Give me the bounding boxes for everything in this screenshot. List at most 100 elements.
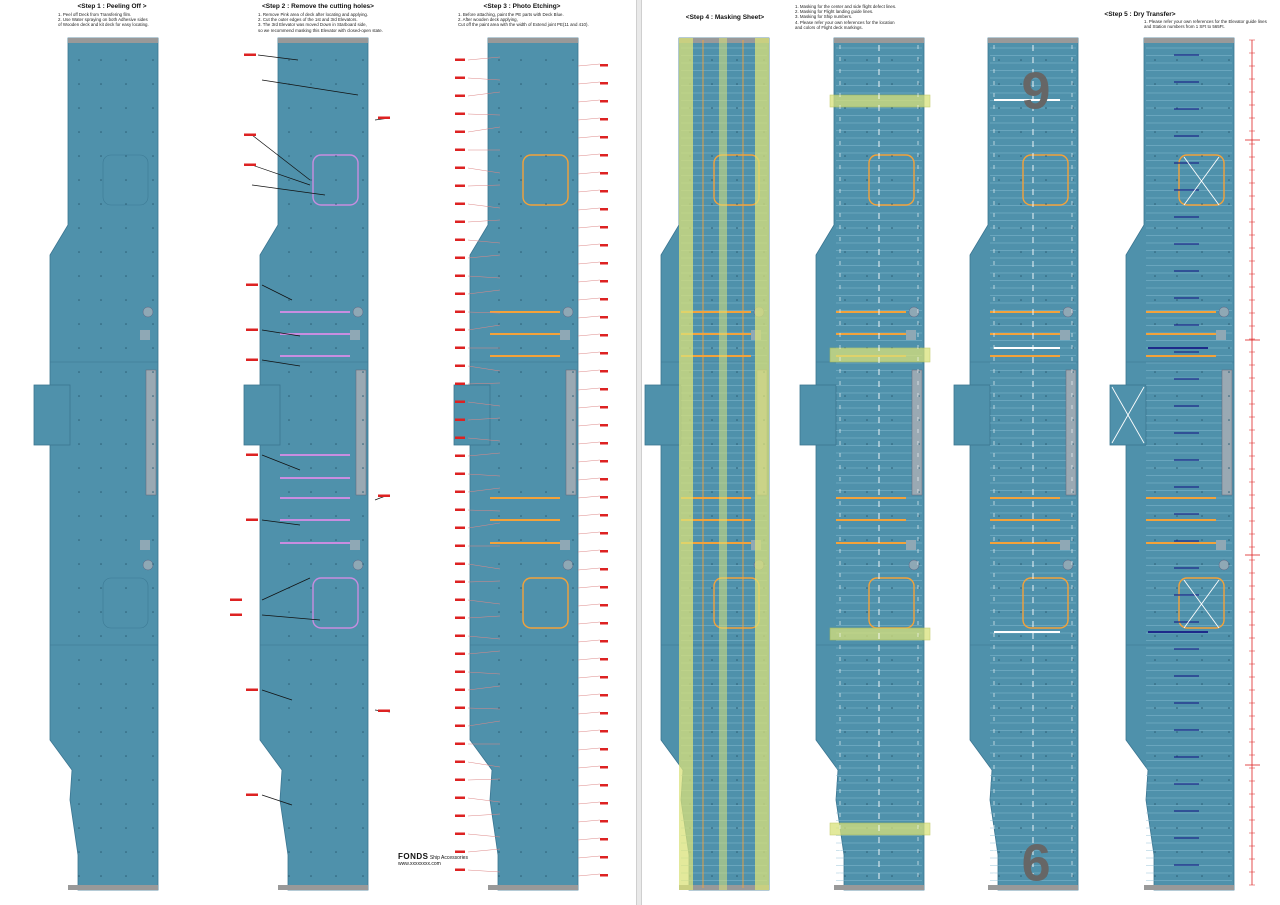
deck-fitting (562, 559, 574, 571)
elevator-2 (1022, 577, 1069, 629)
leader-line (577, 81, 601, 85)
deck-fitting (560, 330, 570, 340)
leader-line (467, 219, 501, 223)
elevator-2 (102, 577, 149, 629)
callout-tag (600, 784, 608, 787)
callout-tag (246, 453, 258, 456)
deck-transfer (1109, 37, 1235, 891)
leader-line (577, 99, 601, 103)
leader-line (261, 284, 293, 301)
callout-tag (600, 388, 608, 391)
deck-fitting (562, 306, 574, 318)
leader-line (577, 333, 601, 337)
elevator-x (1183, 579, 1220, 629)
landing-guide-mask (829, 347, 931, 363)
leader-line (577, 243, 601, 247)
callout-tag (600, 82, 608, 85)
leader-line (577, 117, 601, 121)
deck-markings (799, 37, 925, 891)
step2-notes: 1. Remove Pink area of deck after locati… (258, 12, 383, 33)
callout-tag (455, 328, 465, 331)
leader-line (577, 189, 601, 193)
deck-fitting (1060, 330, 1070, 340)
callout-tag (600, 640, 608, 643)
elevator-2 (522, 577, 569, 629)
leader-line (577, 207, 601, 211)
callout-tag (455, 670, 465, 673)
elevator-x (1111, 386, 1145, 444)
leader-line (467, 671, 501, 675)
leader-line (261, 794, 293, 806)
step3-notes: 1. Before attaching, paint the PE parts … (458, 12, 589, 28)
leader-line (577, 369, 601, 373)
callout-tag (600, 316, 608, 319)
leader-line (577, 711, 601, 715)
leader-line (467, 275, 501, 279)
callout-tag (455, 832, 465, 835)
stern-strip (834, 885, 924, 890)
callout-tag (455, 310, 465, 313)
deck-fitting (906, 330, 916, 340)
callout-tag (600, 802, 608, 805)
leader-line (467, 452, 501, 457)
callout-tag (455, 454, 465, 457)
callout-tags (230, 53, 608, 877)
callout-tag (455, 256, 465, 259)
mask-strip-center (719, 38, 727, 890)
callout-tag (600, 604, 608, 607)
callout-tag (455, 112, 465, 115)
callout-tag (455, 580, 465, 583)
flight-deck (815, 37, 925, 891)
callout-tag (455, 814, 465, 817)
callout-tag (455, 634, 465, 637)
step1-title: <Step 1 : Peeling Off > (77, 3, 147, 10)
step1-notes: 1. Peel off Deck from Transfering film.2… (58, 12, 149, 28)
callout-tag (600, 478, 608, 481)
landing-guide-mask (829, 94, 931, 108)
leader-line (467, 324, 501, 331)
deck-fitting (908, 306, 920, 318)
callout-tag (600, 442, 608, 445)
leader-line (467, 203, 501, 209)
bow-strip (488, 38, 578, 43)
leader-line (467, 720, 501, 727)
callout-tag (455, 562, 465, 565)
leader-line (577, 675, 601, 679)
side-elevator (953, 384, 991, 446)
callout-tag (230, 598, 242, 601)
leader-line (577, 549, 601, 553)
callout-tag (600, 550, 608, 553)
callout-tag (455, 364, 465, 367)
callout-tag (246, 688, 258, 691)
callout-tag (600, 100, 608, 103)
tie-down-points (288, 59, 364, 877)
leader-line (467, 417, 501, 421)
leader-line (467, 833, 501, 838)
stern-strip (988, 885, 1078, 890)
deck-fitting (1216, 540, 1226, 550)
leader-line (251, 184, 326, 196)
callout-tag (455, 760, 465, 763)
callout-tag (455, 508, 465, 511)
leader-line (467, 184, 501, 187)
leader-line (467, 254, 501, 259)
flight-deck (259, 37, 369, 891)
callout-tag (600, 262, 608, 265)
callout-tag (455, 130, 465, 133)
callout-tag (246, 283, 258, 286)
leader-line (577, 819, 601, 823)
callout-tag (246, 358, 258, 361)
leader-line (261, 577, 311, 601)
callout-tag (246, 518, 258, 521)
catapult-track (1065, 369, 1077, 496)
callout-tag (600, 208, 608, 211)
leader-line (467, 848, 501, 853)
leader-line (467, 167, 501, 174)
leader-line (577, 639, 601, 643)
callout-tag (455, 292, 465, 295)
callout-tag (600, 460, 608, 463)
leader-line (577, 513, 601, 517)
callout-tag (600, 874, 608, 877)
flight-deck (660, 37, 770, 891)
